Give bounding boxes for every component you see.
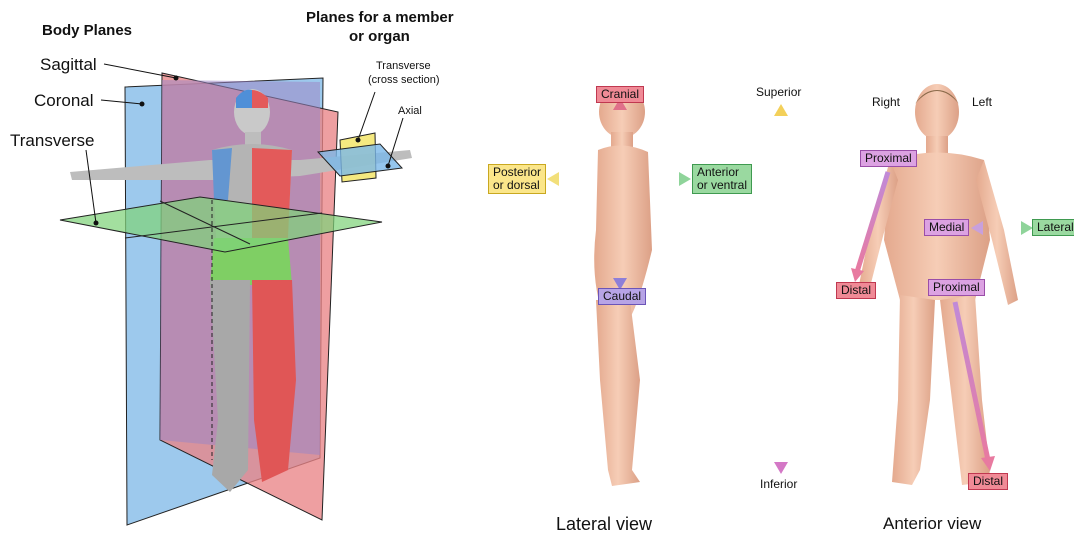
- lateral-view-caption: Lateral view: [556, 514, 652, 535]
- transverse-small-label-line2: (cross section): [368, 74, 440, 86]
- body-planes-title: Body Planes: [42, 22, 132, 39]
- member-planes-title-line2: or organ: [349, 28, 410, 45]
- axial-label: Axial: [398, 105, 422, 117]
- medial-tag: Medial: [924, 219, 969, 236]
- caudal-tag: Caudal: [598, 288, 646, 305]
- cranial-tag: Cranial: [596, 86, 644, 103]
- anterior-view-caption: Anterior view: [883, 514, 981, 534]
- proximal-leg-tag: Proximal: [928, 279, 985, 296]
- right-side-label: Right: [872, 95, 900, 109]
- distal-arm-tag: Distal: [836, 282, 876, 299]
- member-planes-title-line1: Planes for a member: [306, 9, 454, 26]
- inferior-label: Inferior: [760, 477, 797, 491]
- lateral-figure: [594, 86, 652, 486]
- posterior-tag-line2: or dorsal: [493, 179, 541, 192]
- anterior-tag: Anterior or ventral: [692, 164, 752, 194]
- left-side-label: Left: [972, 95, 992, 109]
- transverse-small-label-line1: Transverse: [376, 60, 431, 72]
- sagittal-label: Sagittal: [40, 55, 97, 75]
- distal-leg-tag: Distal: [968, 473, 1008, 490]
- superior-label: Superior: [756, 85, 801, 99]
- posterior-tag: Posterior or dorsal: [488, 164, 546, 194]
- anterior-tag-line2: or ventral: [697, 179, 747, 192]
- transverse-label: Transverse: [10, 131, 94, 151]
- proximal-arm-tag: Proximal: [860, 150, 917, 167]
- body-planes-illustration: [60, 64, 412, 525]
- lateral-tag: Lateral: [1032, 219, 1074, 236]
- coronal-label: Coronal: [34, 91, 94, 111]
- superior-inferior-arrow: [774, 104, 788, 474]
